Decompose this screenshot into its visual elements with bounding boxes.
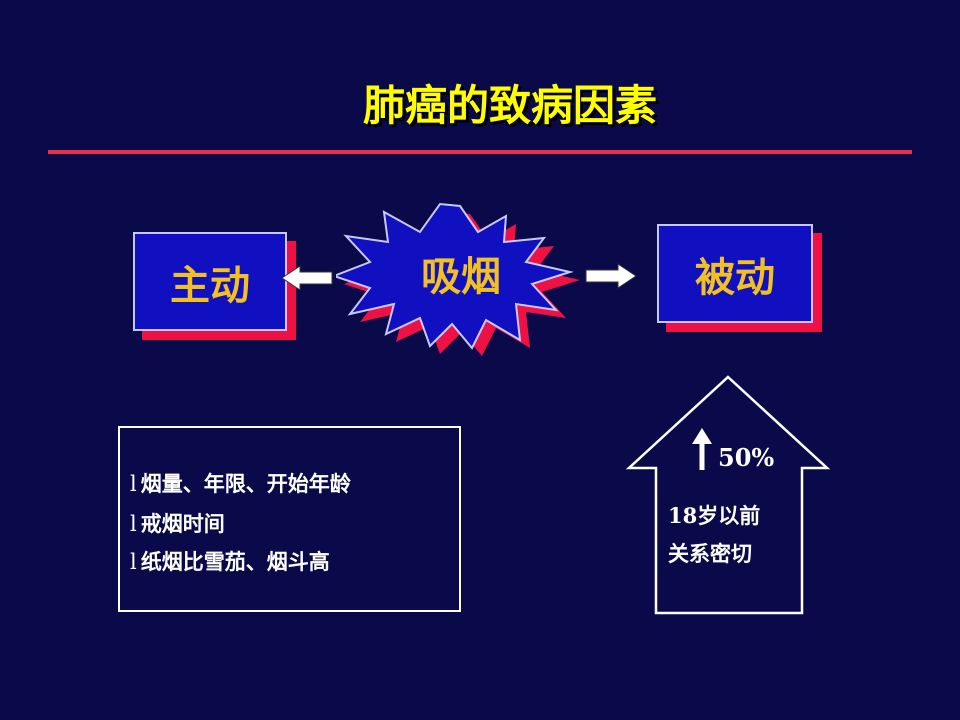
note-line-2: 关系密切 [668,541,752,566]
passive-smoking-label: 被动 [695,254,775,301]
bullet-icon: l [130,550,137,574]
note-line-1: 18岁以前 [668,503,761,528]
factor-text: 烟量、年限、开始年龄 [140,471,351,496]
active-smoking-box: 主动 [133,232,287,331]
bullet-icon: l [130,512,137,536]
arrow-left-icon [282,265,333,291]
percent-value: 50% [718,443,775,472]
smoking-label: 吸烟 [421,254,501,300]
active-smoking-label: 主动 [170,262,250,309]
smoking-burst-shape [336,202,580,356]
title-divider [48,150,912,154]
passive-smoking-box: 被动 [657,224,813,323]
factor-text: 纸烟比雪茄、烟斗高 [140,549,330,574]
bullet-icon: l [130,472,137,496]
passive-note-house-shape [626,375,830,615]
factor-text: 戒烟时间 [140,511,225,536]
arrow-right-icon [585,263,636,289]
slide-title: 肺癌的致病因素 [362,81,657,130]
